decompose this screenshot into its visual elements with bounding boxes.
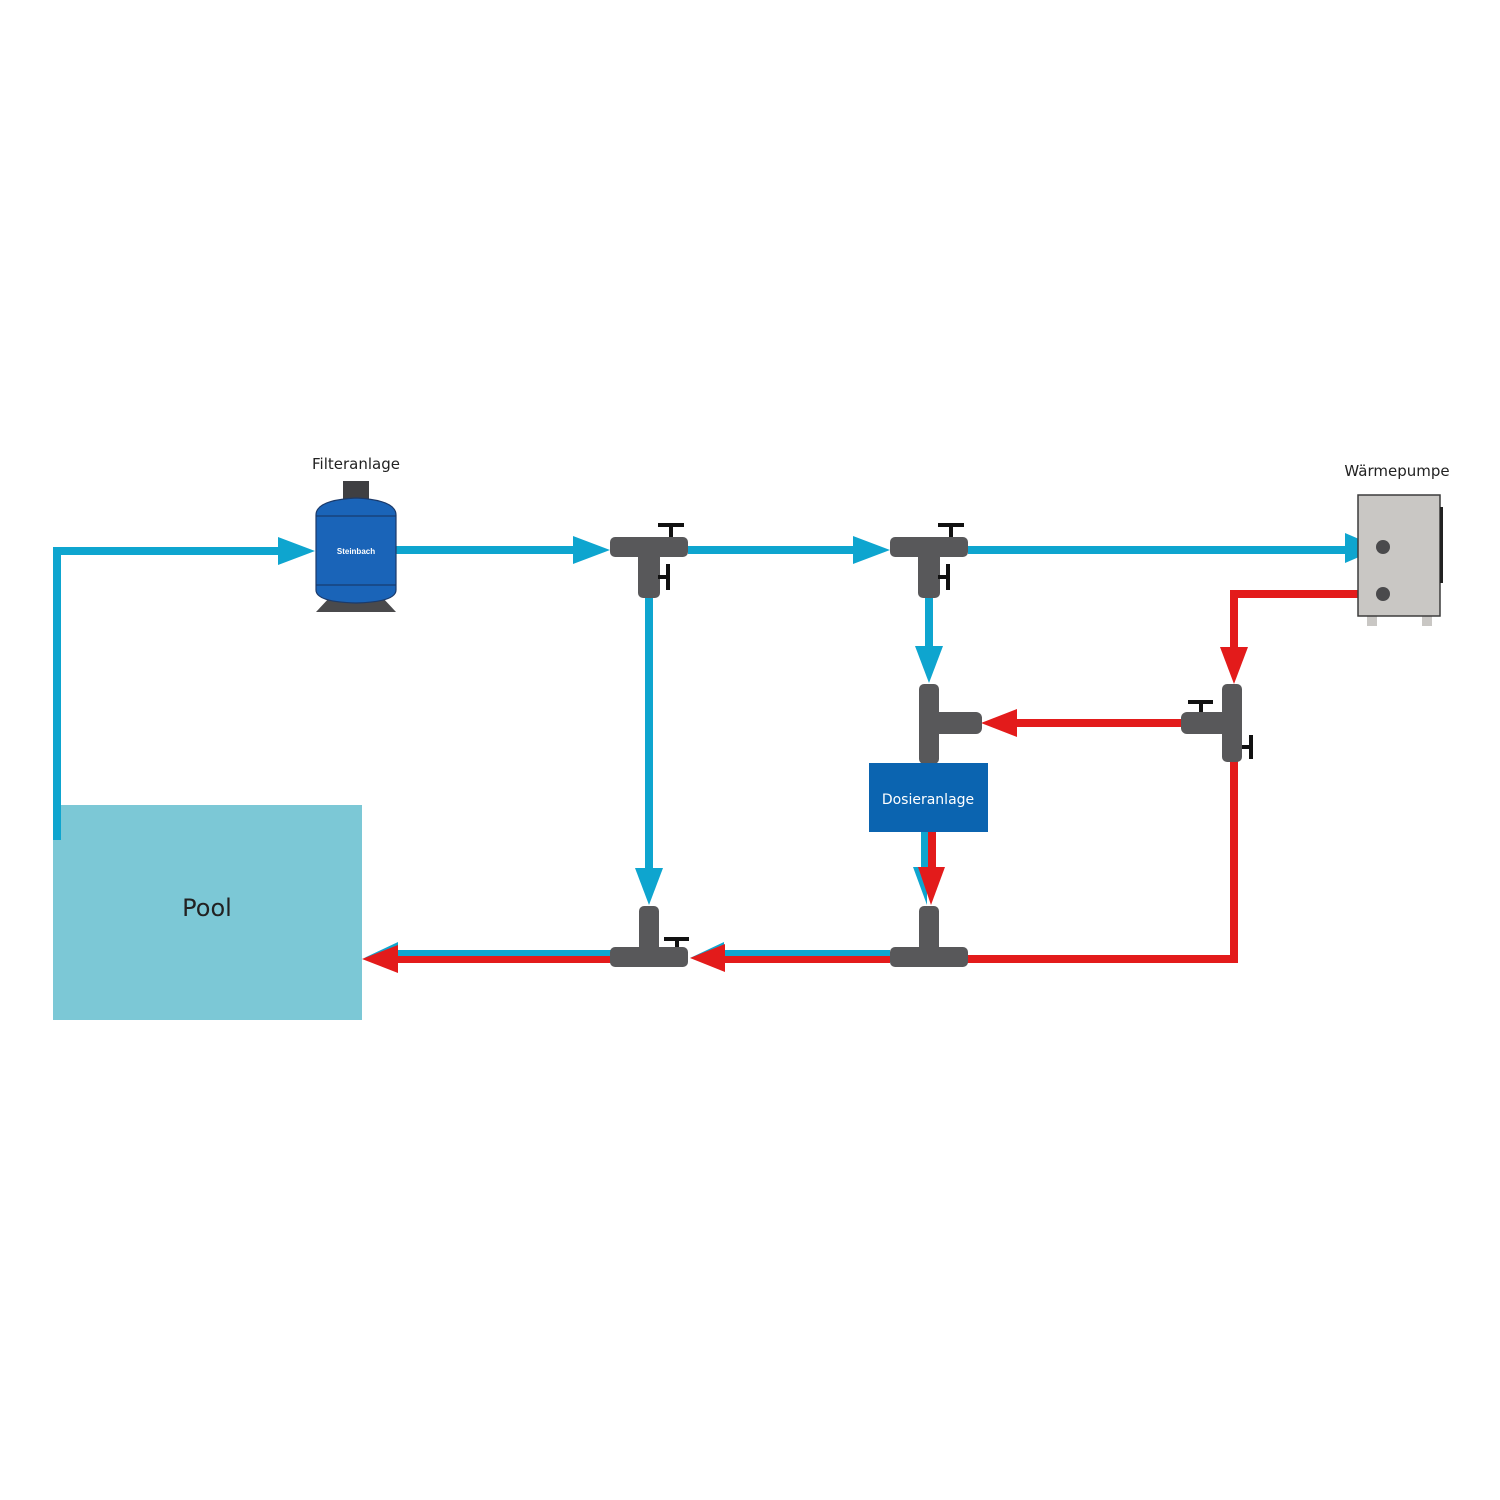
pipe-dosing-out-cold (921, 830, 928, 870)
filter-valve-head (343, 481, 369, 503)
tee-valve-heatpump-inlet[interactable] (890, 523, 968, 598)
heat-pump-label: Wärmepumpe (1344, 462, 1449, 480)
dosing-unit: Dosieranlage (869, 763, 988, 832)
filter-brand: Steinbach (337, 547, 375, 556)
arrow-return-middle-cold (690, 942, 724, 958)
pipe-return-pool-warm (395, 956, 611, 963)
arrow-to-return-valve (1220, 647, 1248, 684)
heat-pump-foot-left (1367, 616, 1377, 626)
heat-pump-side-panel (1440, 507, 1443, 583)
arrow-to-dosing-tee-warm (981, 709, 1017, 737)
heat-pump-foot-right (1422, 616, 1432, 626)
pipe-pool-suction-horizontal (53, 547, 283, 555)
pipe-return-pool-cold (395, 950, 611, 956)
pipe-valve2-to-heatpump (968, 546, 1348, 554)
arrow-dosing-out-warm (918, 867, 945, 905)
pipe-heatpump-outlet-horizontal (1230, 590, 1382, 598)
tee-valve-bypass-return[interactable] (610, 906, 689, 967)
pool-label: Pool (182, 894, 232, 922)
arrow-to-valve2 (853, 536, 890, 564)
heat-pump-unit: Wärmepumpe (1344, 462, 1450, 626)
pipe-valve1-to-valve2 (688, 546, 856, 554)
arrow-to-dosing-tee (915, 646, 943, 683)
filter-unit: Filteranlage Steinbach (312, 455, 400, 612)
arrow-return-pool-cold (364, 942, 398, 958)
heat-pump-inlet-port (1376, 540, 1390, 554)
arrow-return-pool-warm (362, 945, 398, 973)
arrow-to-valve1 (573, 536, 610, 564)
pool-basin (53, 805, 362, 1020)
tee-valve-heatpump-return[interactable] (1181, 684, 1253, 762)
arrow-to-filter (278, 537, 315, 565)
pipe-return-bottom (966, 955, 1238, 963)
pipe-dosing-out-warm (928, 830, 936, 870)
tee-dosing-outlet (890, 906, 968, 967)
pipe-return-middle-cold (720, 950, 890, 956)
warm-pipes (362, 590, 1382, 973)
heat-pump-body (1357, 494, 1441, 617)
pipe-heatpump-outlet-vertical (1230, 590, 1238, 650)
pipe-bypass-vertical (645, 598, 653, 873)
arrow-bypass-down (635, 868, 663, 905)
heat-pump-outlet-port (1376, 587, 1390, 601)
dosing-unit-label: Dosieranlage (882, 792, 974, 808)
dosing-unit-box (869, 763, 988, 832)
pipe-return-vertical (1230, 760, 1238, 962)
pipe-return-middle-warm (720, 956, 890, 963)
tee-dosing-inlet (919, 684, 982, 764)
filter-tank (315, 497, 397, 604)
pipe-pool-suction-vertical (53, 547, 61, 840)
arrow-return-middle-warm (690, 944, 725, 972)
pipe-return-to-dosing-tee (1010, 719, 1182, 727)
pipe-filter-to-valve1 (396, 546, 576, 554)
tee-valve-bypass-inlet[interactable] (610, 523, 688, 598)
filter-label: Filteranlage (312, 455, 400, 473)
pipe-valve2-to-dosing (925, 598, 933, 648)
